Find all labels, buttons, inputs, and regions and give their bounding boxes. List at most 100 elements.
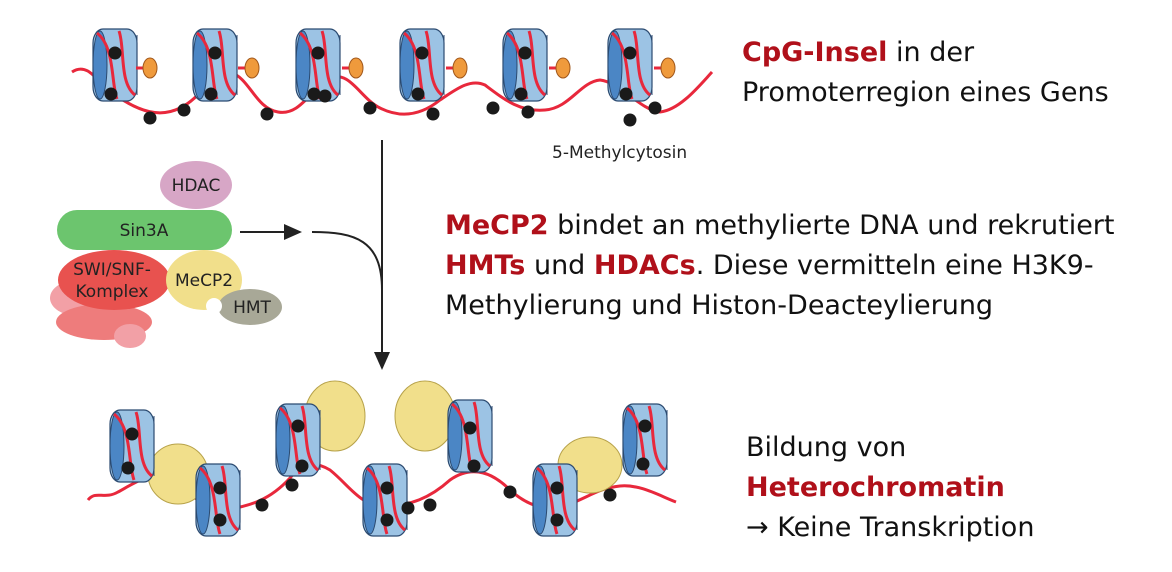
methyl-group-dot bbox=[503, 485, 517, 499]
mecp2-protein bbox=[166, 250, 242, 310]
nucleosome bbox=[622, 403, 668, 477]
methyl-group-dot bbox=[177, 103, 191, 117]
methyl-group-dot bbox=[636, 457, 650, 471]
caption-mecp2: MeCP2 bindet an methylierte DNA und rekr… bbox=[445, 206, 1165, 326]
methyl-group-dot bbox=[204, 87, 218, 101]
nucleosome bbox=[92, 28, 138, 102]
caption-heterochromatin: Bildung von Heterochromatin → Keine Tran… bbox=[746, 428, 1171, 548]
caption-mid-text3: . Diese vermitteln eine H3K9- bbox=[695, 250, 1094, 281]
methyl-group-dot bbox=[514, 87, 528, 101]
dna-wrap bbox=[117, 30, 137, 97]
methyl-group-dot bbox=[213, 513, 227, 527]
caption-mid-text1: bindet an methylierte DNA und rekrutiert bbox=[548, 210, 1115, 241]
methyl-group-dot bbox=[426, 107, 440, 121]
sin3a-protein bbox=[57, 210, 232, 250]
methyl-group-dot bbox=[285, 478, 299, 492]
caption-cpg-island: CpG-Insel in der Promoterregion eines Ge… bbox=[742, 33, 1167, 113]
nucleosome bbox=[195, 463, 241, 537]
methyl-group-dot bbox=[260, 107, 274, 121]
nucleosome-face bbox=[362, 465, 378, 535]
methyl-group-dot bbox=[401, 501, 415, 515]
nucleosome bbox=[192, 28, 238, 102]
dna-wrap bbox=[134, 411, 154, 478]
dna-wrap bbox=[198, 466, 222, 535]
nucleosome-face bbox=[92, 30, 108, 100]
nucleosome bbox=[447, 399, 493, 473]
nucleosome bbox=[109, 409, 155, 483]
mecp2-bound-protein bbox=[394, 380, 456, 452]
dna-wrap bbox=[632, 30, 652, 97]
methyl-group-dot bbox=[318, 89, 332, 103]
unmethylated-cpg-marker bbox=[142, 57, 158, 79]
nucleosome bbox=[399, 28, 445, 102]
methyl-group-dot bbox=[121, 461, 135, 475]
nucleosome-face bbox=[109, 411, 125, 481]
nucleosome bbox=[532, 463, 578, 537]
methyl-group-dot bbox=[104, 87, 118, 101]
methyl-group-dot bbox=[380, 481, 394, 495]
methyl-group-dot bbox=[518, 46, 532, 60]
methyl-group-dot bbox=[295, 459, 309, 473]
nucleosome bbox=[295, 28, 341, 102]
nucleosome bbox=[275, 403, 321, 477]
methyl-group-dot bbox=[463, 421, 477, 435]
methyl-group-dot bbox=[486, 101, 500, 115]
dna-wrap bbox=[387, 465, 407, 532]
methyl-group-dot bbox=[638, 419, 652, 433]
methyl-group-dot bbox=[550, 513, 564, 527]
dna-wrap bbox=[320, 30, 340, 97]
dna-wrap bbox=[112, 412, 136, 481]
nucleosome-face bbox=[195, 465, 211, 535]
methylcytosine-label: 5-Methylcytosin bbox=[552, 143, 687, 163]
methyl-group-dot bbox=[311, 46, 325, 60]
swi-snf-complex bbox=[58, 250, 170, 310]
open-chromatin-row bbox=[71, 28, 714, 127]
caption-top-line2: Promoterregion eines Gens bbox=[742, 77, 1109, 108]
unmethylated-cpg-marker bbox=[660, 57, 676, 79]
dna-wrap bbox=[527, 30, 547, 97]
methyl-group-dot bbox=[307, 87, 321, 101]
heterochromatin-row bbox=[86, 380, 677, 537]
methyl-group-dot bbox=[423, 498, 437, 512]
caption-bot-text1: Bildung von bbox=[746, 432, 907, 463]
methyl-group-dot bbox=[143, 111, 157, 125]
dna-wrap bbox=[365, 466, 389, 535]
hmt-label: HMT bbox=[233, 298, 271, 318]
unmethylated-cpg-marker bbox=[244, 57, 260, 79]
unmethylated-cpg-marker bbox=[452, 57, 468, 79]
process-arrow-join bbox=[311, 231, 383, 291]
methyl-group-dot bbox=[623, 46, 637, 60]
hmts-term: HMTs bbox=[445, 250, 526, 281]
swi-snf-label-line2: Komplex bbox=[76, 282, 149, 302]
methyl-group-dot bbox=[208, 46, 222, 60]
hdacs-term: HDACs bbox=[593, 250, 696, 281]
cpg-island-term: CpG-Insel bbox=[742, 37, 888, 68]
nucleosome bbox=[502, 28, 548, 102]
methyl-group-dot bbox=[603, 488, 617, 502]
swi-snf-lobe-small bbox=[114, 324, 146, 348]
methyl-group-dot bbox=[255, 498, 269, 512]
methyl-group-dot bbox=[108, 46, 122, 60]
methyl-group-dot bbox=[623, 113, 637, 127]
nucleosome-face bbox=[502, 30, 518, 100]
nucleosome-face bbox=[399, 30, 415, 100]
dna-wrap bbox=[424, 30, 444, 97]
methyl-group-dot bbox=[213, 481, 227, 495]
methyl-group-dot bbox=[380, 513, 394, 527]
caption-top-rest: in der bbox=[887, 37, 975, 68]
caption-mid-line3: Methylierung und Histon-Deacteylierung bbox=[445, 290, 994, 321]
caption-mid-text2: und bbox=[525, 250, 594, 281]
nucleosome-face bbox=[607, 30, 623, 100]
nucleosome-face bbox=[622, 405, 638, 475]
nucleosome bbox=[607, 28, 653, 102]
nucleosome-face bbox=[532, 465, 548, 535]
methyl-group-dot bbox=[291, 419, 305, 433]
dna-wrap bbox=[557, 465, 577, 532]
mecp2-label: MeCP2 bbox=[175, 271, 233, 291]
methyl-group-dot bbox=[411, 87, 425, 101]
methyl-group-dot bbox=[521, 105, 535, 119]
methyl-group-dot bbox=[467, 459, 481, 473]
nucleosome-face bbox=[275, 405, 291, 475]
